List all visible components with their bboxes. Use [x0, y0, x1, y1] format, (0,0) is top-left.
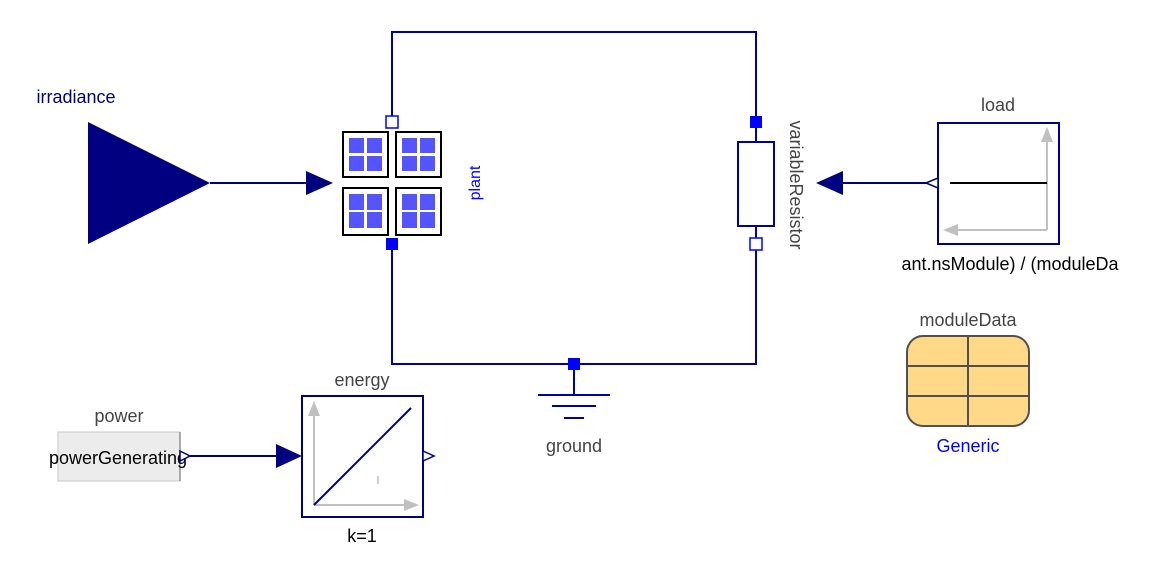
wire-resistor-bottom-to-ground[interactable]: [574, 248, 757, 365]
module-data-label: moduleData: [919, 310, 1017, 330]
variable-resistor-block[interactable]: variableResistor: [737, 116, 806, 251]
integrator-plot-icon: [308, 401, 419, 511]
resistor-body-icon: [737, 141, 775, 227]
load-label: load: [981, 95, 1015, 115]
ground-block[interactable]: ground: [538, 358, 610, 456]
energy-output-port[interactable]: [422, 449, 436, 463]
energy-block[interactable]: energy k=1: [301, 370, 436, 546]
wire-plant-bottom-to-ground[interactable]: [391, 248, 574, 365]
plant-label: plant: [467, 165, 484, 200]
electrical-wires: [391, 31, 757, 365]
irradiance-triangle-icon: [88, 122, 210, 244]
power-block[interactable]: power powerGenerating: [49, 406, 192, 482]
ground-port[interactable]: [568, 358, 580, 370]
load-block[interactable]: load ant.nsModule) / (moduleDa: [901, 95, 1119, 274]
plant-block[interactable]: plant: [342, 115, 484, 250]
energy-parameter-text: k=1: [347, 526, 377, 546]
module-data-block[interactable]: moduleData Generic: [906, 310, 1030, 456]
resistor-bottom-port[interactable]: [749, 237, 763, 251]
load-parameter-text: ant.nsModule) / (moduleDa: [901, 254, 1119, 274]
power-value: powerGenerating: [49, 448, 187, 468]
irradiance-label: irradiance: [36, 87, 115, 107]
resistor-top-port[interactable]: [750, 116, 762, 128]
energy-input-arrow-icon: [276, 444, 302, 468]
irradiance-block[interactable]: irradiance: [36, 87, 210, 244]
module-data-type: Generic: [936, 436, 999, 456]
load-output-port[interactable]: [924, 176, 939, 190]
plant-top-port[interactable]: [385, 115, 399, 129]
power-output-port[interactable]: [179, 449, 192, 463]
power-label: power: [94, 406, 143, 426]
plant-input-arrow-icon: [306, 171, 333, 195]
solar-panel-icon: [342, 131, 442, 236]
ground-symbol-icon: [538, 394, 610, 419]
record-grid-icon: [907, 336, 1029, 426]
power-body: [57, 431, 181, 482]
energy-label: energy: [334, 370, 389, 390]
wire-plant-top-to-resistor[interactable]: [391, 31, 757, 118]
variable-resistor-label: variableResistor: [786, 120, 806, 249]
plant-bottom-port[interactable]: [386, 238, 398, 250]
resistor-input-arrow-icon: [816, 171, 843, 195]
load-plot-icon: [943, 127, 1053, 236]
ground-label: ground: [546, 436, 602, 456]
